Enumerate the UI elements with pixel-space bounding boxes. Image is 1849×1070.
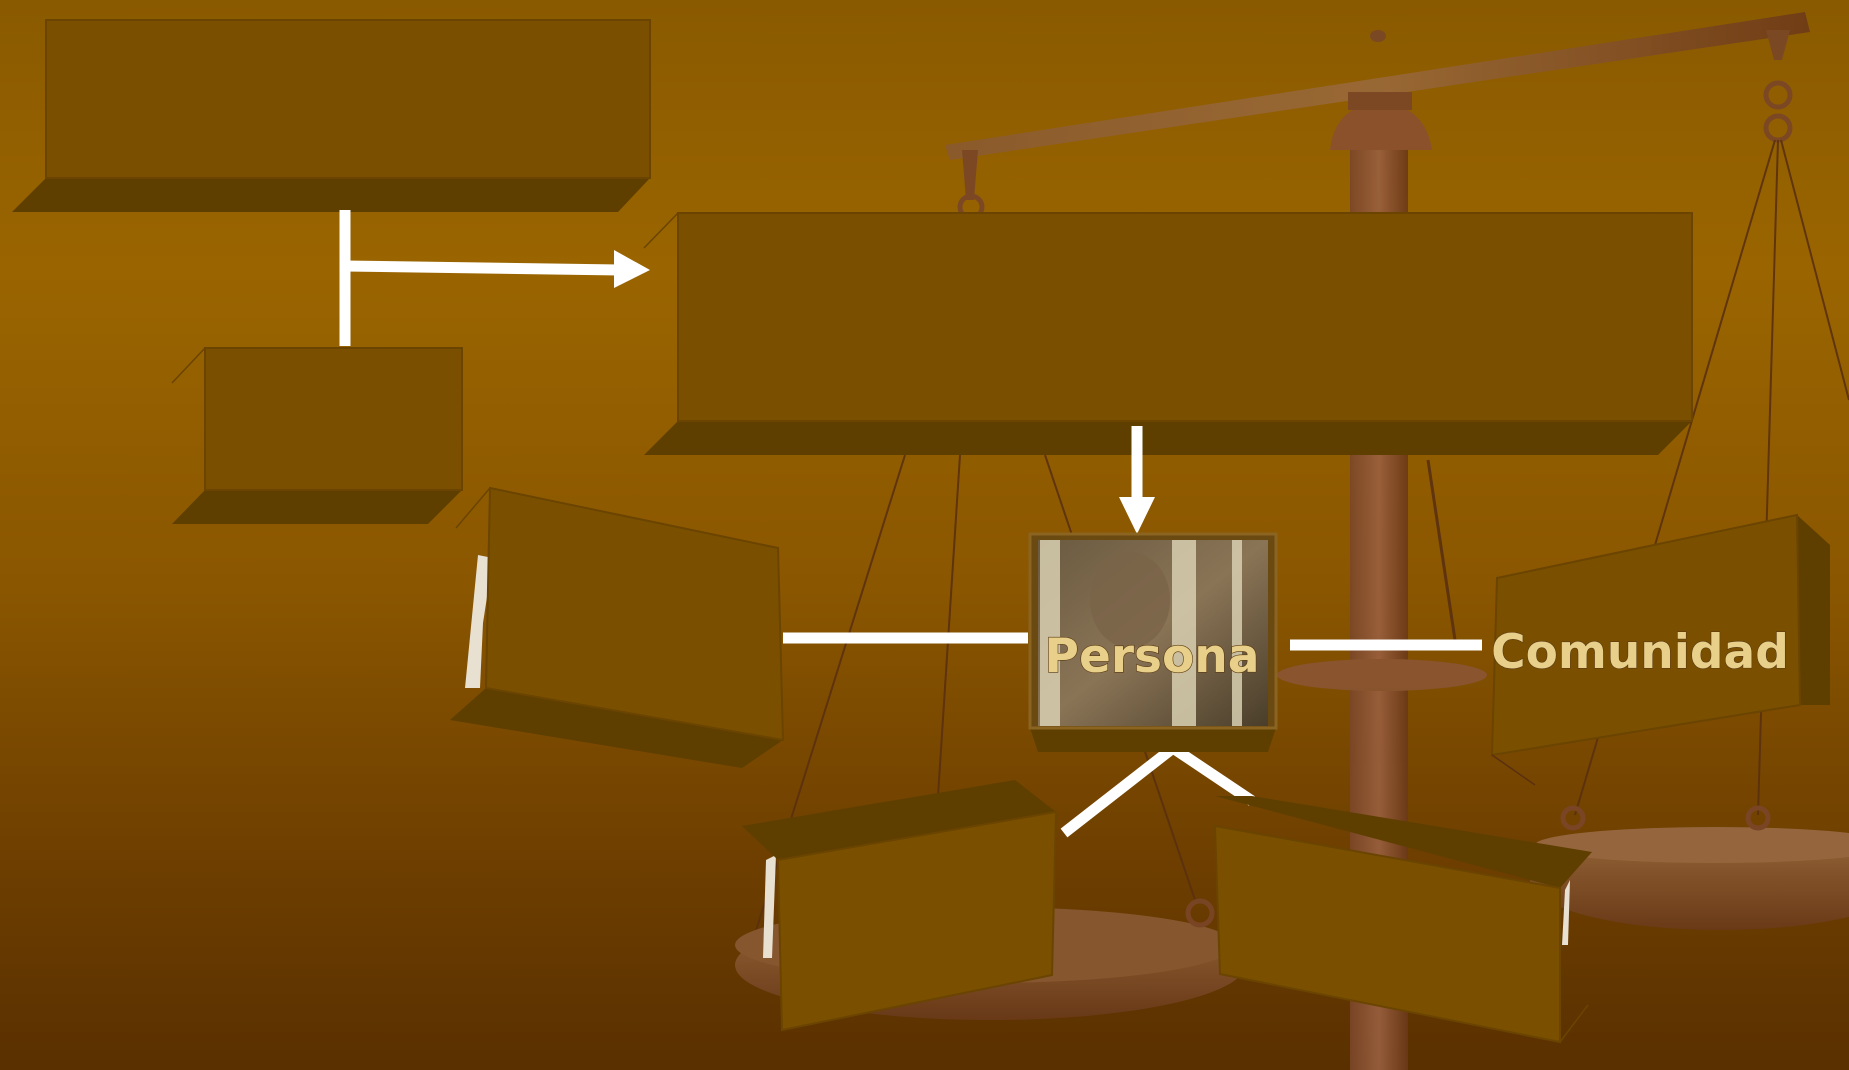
right-hook [1766,30,1790,140]
horizontal-connector [345,266,620,270]
comunidad-node: Comunidad [1491,515,1830,785]
box-tilted-left [450,488,783,768]
middle-pan [1277,659,1487,691]
box-top-left [12,20,650,212]
comunidad-label: Comunidad [1491,625,1789,680]
scale-pivot [1330,103,1432,150]
box-bottom-right [1215,796,1592,1042]
box-small-left [172,348,462,524]
arrow-right-icon [614,250,650,288]
persona-label: Persona [1045,629,1260,684]
scale-knob [1370,30,1386,42]
right-pan [1530,808,1849,930]
persona-node: Persona [1030,534,1276,752]
left-hook [962,150,978,200]
box-large-top [644,213,1692,455]
arrow-down-icon [1119,497,1155,534]
